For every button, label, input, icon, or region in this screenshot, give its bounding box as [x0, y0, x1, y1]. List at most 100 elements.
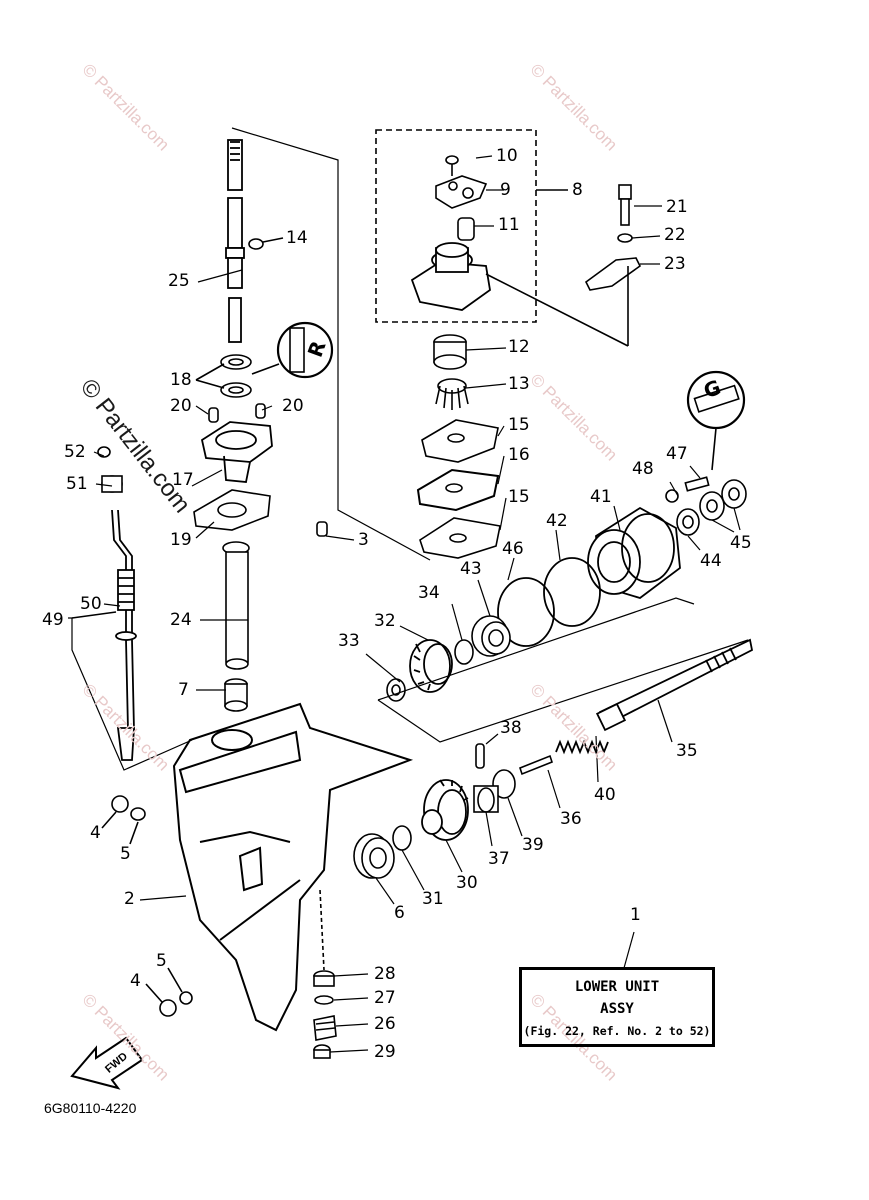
callout-35: 35 [676, 741, 698, 761]
callout-23: 23 [664, 254, 686, 274]
spring-40 [555, 739, 609, 755]
assy-line-1: LOWER UNIT [574, 979, 660, 995]
pin-38 [475, 743, 485, 769]
shift-rod-36 [519, 754, 553, 776]
pump-kit-box [375, 129, 537, 323]
callout-19: 19 [170, 530, 192, 550]
shim-33 [386, 678, 406, 702]
reverse-gear-32 [409, 639, 453, 693]
callout-13: 13 [508, 374, 530, 394]
callout-49: 49 [42, 610, 64, 630]
callout-29: 29 [374, 1042, 396, 1062]
shift-rod-49 [111, 509, 137, 761]
callout-34: 34 [418, 583, 440, 603]
callout-14: 14 [286, 228, 308, 248]
callout-1: 1 [630, 905, 641, 925]
callout-26: 26 [374, 1014, 396, 1034]
callout-47: 47 [666, 444, 688, 464]
pinion-26 [313, 1015, 337, 1041]
screw-10 [445, 155, 459, 176]
callout-7: 7 [178, 680, 189, 700]
callout-30: 30 [456, 873, 478, 893]
callout-42: 42 [546, 511, 568, 531]
diagram-code: 6G80110-4220 [44, 1100, 137, 1116]
shim-27 [314, 995, 334, 1005]
callout-43: 43 [460, 559, 482, 579]
fwd-arrow [70, 1036, 144, 1090]
callout-20a: 20 [170, 396, 192, 416]
callout-16: 16 [508, 445, 530, 465]
callout-24: 24 [170, 610, 192, 630]
prop-shaft-housing-41 [587, 506, 681, 599]
callout-31: 31 [422, 889, 444, 909]
callout-3: 3 [358, 530, 369, 550]
callout-21: 21 [666, 197, 688, 217]
oring-46 [497, 577, 555, 647]
callout-37: 37 [488, 849, 510, 869]
callout-32: 32 [374, 611, 396, 631]
assembly-label-box: LOWER UNIT ASSY (Fig. 22, Ref. No. 2 to … [519, 967, 715, 1047]
plate-16 [416, 468, 500, 512]
gasket-19 [193, 489, 271, 531]
callout-46: 46 [502, 539, 524, 559]
screw-4-top [111, 795, 129, 813]
callout-5b: 5 [156, 951, 167, 971]
callout-18: 18 [170, 370, 192, 390]
callout-25: 25 [168, 271, 190, 291]
callout-33: 33 [338, 631, 360, 651]
callout-44: 44 [700, 551, 722, 571]
callout-4: 4 [90, 823, 101, 843]
pump-housing [410, 242, 491, 311]
bearing-housing-17 [200, 421, 273, 483]
callout-36: 36 [560, 809, 582, 829]
seal-detail-r [276, 321, 334, 379]
grommet-7 [224, 678, 248, 712]
shim-31 [392, 825, 412, 851]
callout-45: 45 [730, 533, 752, 553]
callout-6: 6 [394, 903, 405, 923]
bearing-44 [676, 508, 700, 536]
bearings-18 [220, 354, 252, 398]
leader-lines [93, 155, 741, 1053]
shim-34 [454, 639, 474, 665]
callout-20b: 20 [282, 396, 304, 416]
pin-14 [248, 238, 264, 250]
gasket-5-bottom [179, 991, 193, 1005]
screw-4-bottom [159, 999, 177, 1017]
gasket-5-top [130, 807, 146, 821]
callout-10: 10 [496, 146, 518, 166]
callout-51: 51 [66, 474, 88, 494]
bracket-23 [584, 257, 642, 291]
drive-shaft [225, 139, 245, 343]
washer-22 [617, 233, 633, 243]
callout-17: 17 [172, 470, 194, 490]
callout-28: 28 [374, 964, 396, 984]
lower-casing-2 [172, 702, 414, 1032]
oring-42 [543, 557, 601, 627]
callout-40: 40 [594, 785, 616, 805]
callout-22: 22 [664, 225, 686, 245]
callout-4b: 4 [130, 971, 141, 991]
callout-38: 38 [500, 718, 522, 738]
callout-15b: 15 [508, 487, 530, 507]
callout-52: 52 [64, 442, 86, 462]
cartridge-12 [433, 334, 467, 370]
callout-5: 5 [120, 844, 131, 864]
bolt-47 [684, 476, 710, 492]
nut-29 [313, 1044, 331, 1059]
clip-39 [492, 769, 516, 799]
bolt-21 [618, 184, 632, 226]
plate-9 [435, 175, 488, 209]
callout-50: 50 [80, 594, 102, 614]
propeller-shaft-35 [595, 638, 754, 732]
assy-line-3: (Fig. 22, Ref. No. 2 to 52) [523, 1024, 711, 1038]
callout-48: 48 [632, 459, 654, 479]
impeller-13 [435, 378, 469, 410]
assy-line-2: ASSY [600, 1001, 634, 1017]
bearing-43 [471, 615, 511, 657]
callout-11: 11 [498, 215, 520, 235]
forward-gear-30 [421, 779, 469, 841]
callout-9: 9 [500, 180, 511, 200]
callout-8: 8 [572, 180, 583, 200]
